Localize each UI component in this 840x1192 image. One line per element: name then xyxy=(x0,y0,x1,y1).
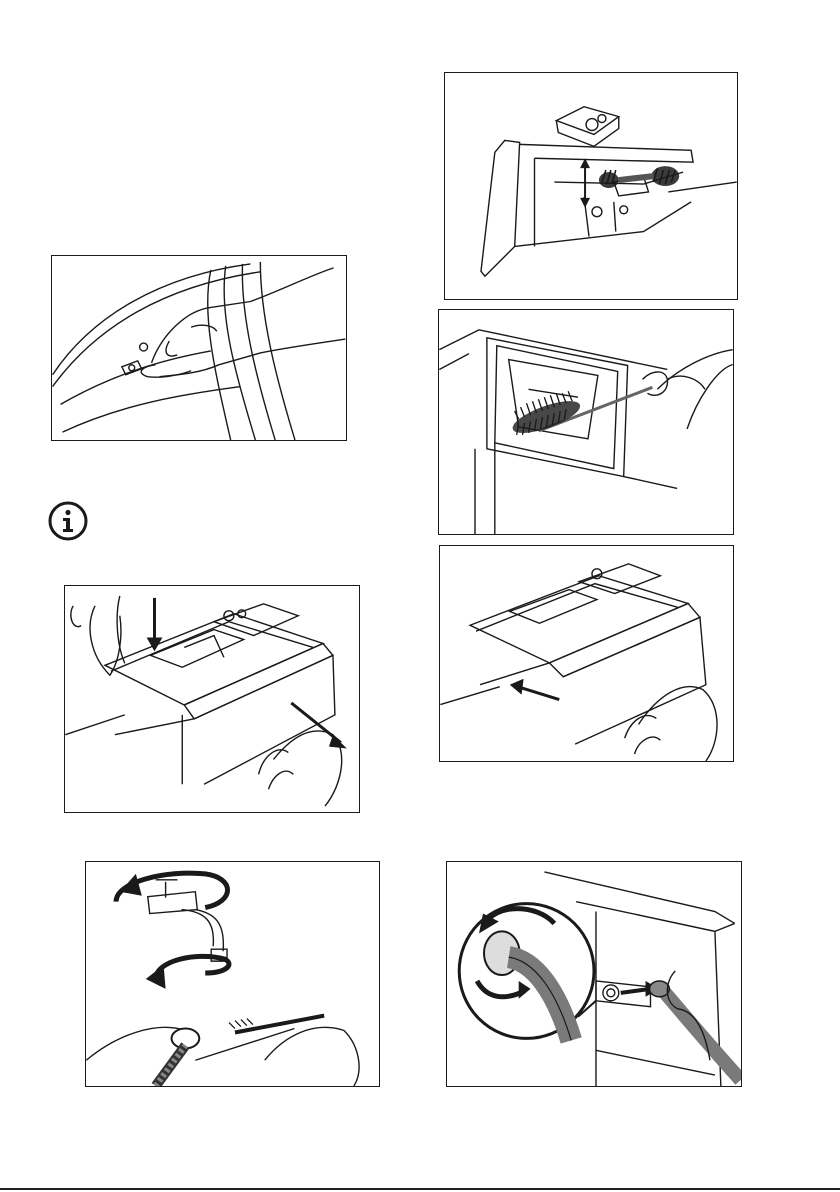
hand-pressing-valve-icon xyxy=(52,256,346,440)
dispenser-remove-icon xyxy=(65,586,359,812)
dispenser-brush-icon xyxy=(445,73,737,299)
figure-tap-hose xyxy=(85,861,380,1087)
figure-dispenser-brush xyxy=(444,72,738,300)
inlet-hose-unscrew-icon xyxy=(447,862,741,1086)
recess-brush-icon xyxy=(439,310,733,534)
figure-drum-valve xyxy=(51,255,347,441)
figure-inlet-hose xyxy=(446,861,742,1087)
dispenser-insert-icon xyxy=(440,546,733,761)
page-bottom-rule xyxy=(0,1188,840,1190)
tap-hose-clean-icon xyxy=(86,862,379,1086)
figure-dispenser-recess xyxy=(438,309,734,535)
figure-dispenser-remove xyxy=(64,585,360,813)
info-circle-icon xyxy=(48,501,88,541)
figure-dispenser-insert xyxy=(439,545,734,762)
